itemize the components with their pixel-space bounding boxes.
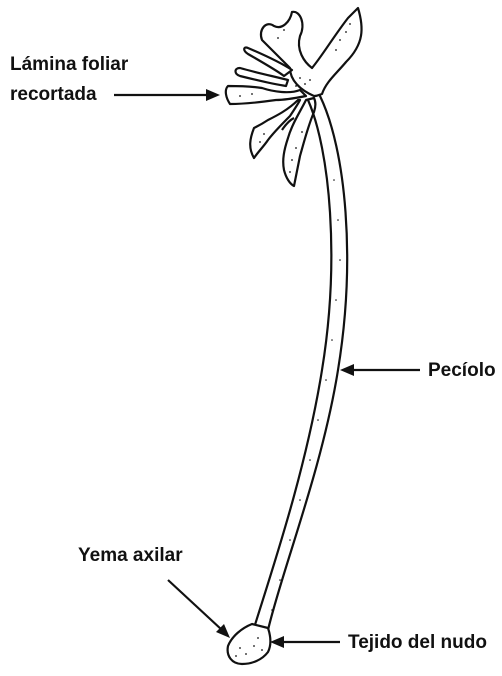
arrow-petiole (340, 364, 420, 376)
label-leaf-blade-line-2: recortada (10, 84, 97, 105)
label-axillary-bud: Yema axilar (78, 545, 183, 566)
petiole (254, 96, 347, 630)
arrow-axillary-bud (168, 580, 230, 638)
label-leaf-blade-line-1: Lámina foliar (10, 54, 129, 75)
node-base (228, 624, 271, 664)
node-tissue-shape (228, 624, 271, 664)
arrow-node-tissue (270, 636, 340, 648)
arrow-leaf-blade (114, 89, 220, 101)
petiole-right-edge (268, 96, 347, 630)
leaf-lobe-left-big (226, 86, 306, 104)
label-petiole: Pecíolo (428, 360, 496, 381)
label-node-tissue: Tejido del nudo (348, 632, 487, 653)
leaf-blade (226, 8, 362, 186)
